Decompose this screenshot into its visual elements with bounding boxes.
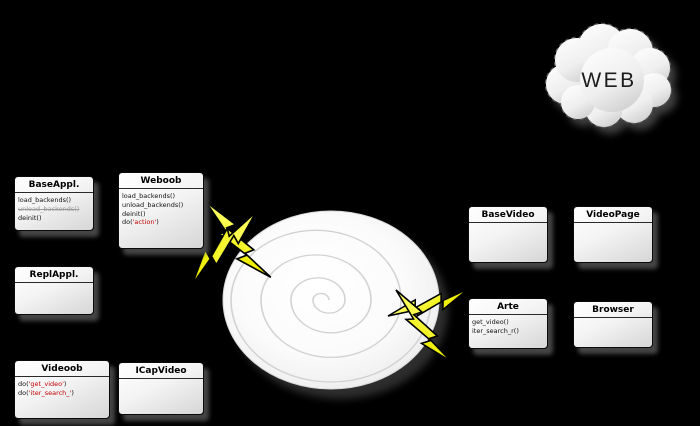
method-line: unload_backends() [122,201,200,210]
method-text: ) [156,218,159,227]
method-arg: 'iter_search_' [28,388,72,397]
method-text: ) [63,380,67,388]
class-title-video-page: VideoPage [574,207,652,223]
class-box-videoob: Videoob do('get_video') do('iter_search_… [14,360,110,419]
class-title-browser: Browser [574,302,652,318]
class-title-base-video: BaseVideo [469,207,547,223]
method-text: do( [122,218,133,227]
method-line: do('action') [122,218,200,227]
method-text: unload_backends() [122,200,184,209]
class-box-repl-appl: ReplAppl. [14,266,94,315]
class-title-base-appl: BaseAppl. [15,177,93,193]
class-box-arte: Arte get_video() iter_search_r() [468,298,548,349]
class-title-arte: Arte [469,299,547,315]
class-box-base-video: BaseVideo [468,206,548,263]
method-line: deinit() [122,210,200,219]
class-methods-weboob: load_backends() unload_backends() deinit… [119,189,203,248]
method-text: iter_search_r() [472,326,519,335]
class-methods-videoob: do('get_video') do('iter_search_') [15,377,109,418]
method-line: load_backends() [18,196,90,205]
class-methods-icap-video [119,379,203,414]
method-text: ) [71,388,74,397]
class-box-icap-video: ICapVideo [118,362,204,415]
class-title-videoob: Videoob [15,361,109,377]
web-cloud-label: WEB [581,69,636,92]
web-cloud: WEB [544,22,677,134]
method-text: deinit() [122,209,146,218]
class-methods-base-appl: load_backends() unload_backends() deinit… [15,193,93,230]
method-line-deprecated: unload_backends() [18,205,90,214]
method-text: load_backends() [122,192,176,200]
class-title-weboob: Weboob [119,173,203,189]
class-methods-base-video [469,223,547,262]
class-box-weboob: Weboob load_backends() unload_backends()… [118,172,204,249]
method-text: deinit() [18,213,42,222]
class-title-icap-video: ICapVideo [119,363,203,379]
method-line: get_video() [472,318,544,327]
cloud-fill-center [580,48,644,112]
method-line: deinit() [18,214,90,223]
method-line: load_backends() [122,192,200,201]
class-methods-repl-appl [15,283,93,314]
method-arg: 'get_video' [28,380,64,388]
class-title-repl-appl: ReplAppl. [15,267,93,283]
method-arg: 'action' [132,218,157,227]
method-text: load_backends() [18,196,72,204]
spiral-vortex [222,210,448,399]
method-line: do('iter_search_') [18,389,106,398]
method-text: do( [18,388,29,397]
method-text: get_video() [472,318,509,326]
class-box-browser: Browser [573,301,653,348]
class-methods-arte: get_video() iter_search_r() [469,315,547,348]
method-line: do('get_video') [18,380,106,389]
class-methods-browser [574,318,652,347]
method-text: unload_backends() [18,204,80,213]
spiral-path [230,229,432,383]
class-methods-video-page [574,223,652,262]
class-box-base-appl: BaseAppl. load_backends() unload_backend… [14,176,94,231]
method-line: iter_search_r() [472,327,544,336]
method-text: do( [18,380,29,388]
class-box-video-page: VideoPage [573,206,653,263]
